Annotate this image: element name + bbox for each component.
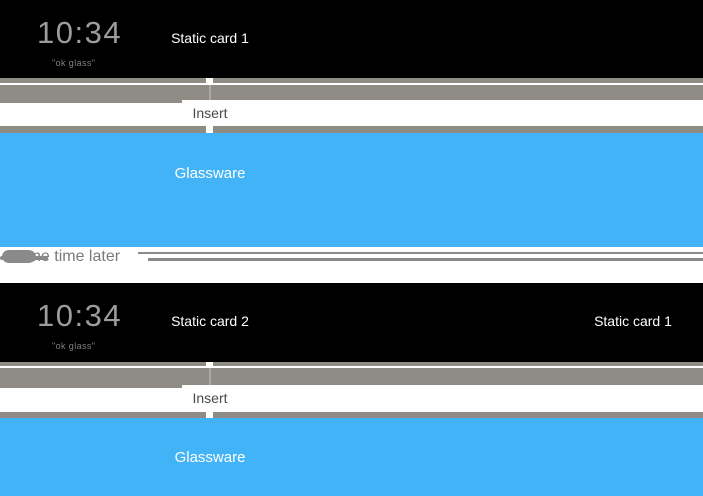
timeline-strip: 10:34 "ok glass" Static card 2 Static ca… [0,283,703,362]
card-seam [209,85,211,100]
scene-before-insert: 10:34 "ok glass" Static card 1 Insert Gl… [0,0,703,247]
static-card-label: Static card 1 [171,30,249,46]
insert-row: Insert [0,385,703,412]
strip-stub [0,385,182,388]
separator-text: Some time later [8,248,121,265]
time-separator: Some time later [0,247,703,283]
insert-action-label: Insert [192,105,228,121]
separator-line [138,252,703,254]
strip-divider [0,83,703,85]
static-card-label: Static card 1 [594,313,672,329]
collapsed-timeline-strip [0,78,703,83]
collapsed-timeline-strip [0,412,703,418]
card-seam [209,368,211,385]
insert-action-label: Insert [192,390,228,406]
glassware-label: Glassware [174,449,246,466]
insert-gap [206,78,213,83]
collapsed-timeline-strip [0,362,703,366]
strip-stub [0,100,182,103]
ok-glass-hint: "ok glass" [52,341,96,351]
strip-divider [0,366,703,368]
glassware-card: Glassware [0,133,703,247]
static-card-label: Static card 2 [171,313,249,329]
collapsed-timeline-strip [0,85,703,100]
glassware-card: Glassware [0,418,703,496]
scene-after-insert: 10:34 "ok glass" Static card 2 Static ca… [0,283,703,496]
glassware-label: Glassware [174,165,246,182]
clock-card-time: 10:34 [37,298,123,333]
separator-line [148,258,703,261]
collapsed-timeline-strip [0,126,703,133]
clock-card-time: 10:34 [37,15,123,50]
insert-gap [206,362,213,366]
insert-gap [206,412,213,418]
collapsed-timeline-strip [0,368,703,385]
timeline-strip: 10:34 "ok glass" Static card 1 [0,0,703,78]
arrow-icon [2,250,36,263]
insert-row: Insert [0,100,703,126]
insert-gap [206,126,213,133]
ok-glass-hint: "ok glass" [52,58,96,68]
